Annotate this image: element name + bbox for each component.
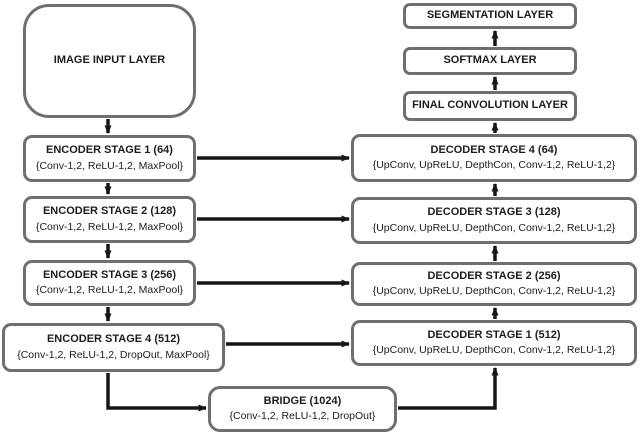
decoder-stage-2-node: DECODER STAGE 2 (256) {UpConv, UpReLU, D… (351, 262, 637, 306)
encoder-stage-1-title: ENCODER STAGE 1 (64) (46, 144, 173, 157)
decoder-stage-3-title: DECODER STAGE 3 (128) (427, 206, 561, 219)
edge-encoder4-bridge (106, 373, 207, 412)
decoder-stage-4-detail: {UpConv, UpReLU, DepthCon, Conv-1,2, ReL… (372, 159, 616, 172)
decoder-stage-1-detail: {UpConv, UpReLU, DepthCon, Conv-1,2, ReL… (372, 344, 616, 357)
bridge-node: BRIDGE (1024) {Conv-1,2, ReLU-1,2, DropO… (208, 386, 397, 432)
bridge-title: BRIDGE (1024) (263, 394, 342, 407)
encoder-stage-2-title: ENCODER STAGE 2 (128) (42, 205, 177, 218)
segmentation-layer-label: SEGMENTATION LAYER (426, 9, 554, 22)
decoder-stage-4-node: DECODER STAGE 4 (64) {UpConv, UpReLU, De… (351, 134, 637, 182)
segmentation-layer-node: SEGMENTATION LAYER (403, 3, 577, 29)
encoder-stage-1-node: ENCODER STAGE 1 (64) {Conv-1,2, ReLU-1,2… (23, 135, 196, 182)
bridge-detail: {Conv-1,2, ReLU-1,2, DropOut} (229, 410, 376, 423)
encoder-stage-3-node: ENCODER STAGE 3 (256) {Conv-1,2, ReLU-1,… (23, 260, 196, 306)
decoder-stage-3-node: DECODER STAGE 3 (128) {UpConv, UpReLU, D… (351, 197, 637, 244)
encoder-stage-4-detail: {Conv-1,2, ReLU-1,2, DropOut, MaxPool} (17, 348, 210, 361)
softmax-layer-node: SOFTMAX LAYER (403, 47, 577, 75)
edge-bridge-decoder1 (398, 367, 499, 410)
decoder-stage-1-node: DECODER STAGE 1 (512) {UpConv, UpReLU, D… (351, 320, 637, 366)
final-convolution-layer-node: FINAL CONVOLUTION LAYER (403, 91, 577, 121)
decoder-stage-2-detail: {UpConv, UpReLU, DepthCon, Conv-1,2, ReL… (372, 285, 616, 298)
encoder-stage-1-detail: {Conv-1,2, ReLU-1,2, MaxPool} (35, 159, 184, 172)
image-input-layer-label: IMAGE INPUT LAYER (53, 54, 166, 67)
softmax-layer-label: SOFTMAX LAYER (443, 54, 537, 67)
decoder-stage-4-title: DECODER STAGE 4 (64) (430, 143, 558, 156)
encoder-stage-2-detail: {Conv-1,2, ReLU-1,2, MaxPool} (35, 220, 184, 233)
decoder-stage-1-title: DECODER STAGE 1 (512) (427, 328, 561, 341)
encoder-stage-2-node: ENCODER STAGE 2 (128) {Conv-1,2, ReLU-1,… (23, 196, 196, 243)
encoder-stage-4-title: ENCODER STAGE 4 (512) (46, 333, 181, 346)
encoder-stage-3-detail: {Conv-1,2, ReLU-1,2, MaxPool} (35, 284, 184, 297)
image-input-layer-node: IMAGE INPUT LAYER (23, 4, 196, 118)
decoder-stage-3-detail: {UpConv, UpReLU, DepthCon, Conv-1,2, ReL… (372, 221, 616, 234)
encoder-stage-4-node: ENCODER STAGE 4 (512) {Conv-1,2, ReLU-1,… (2, 323, 225, 372)
decoder-stage-2-title: DECODER STAGE 2 (256) (427, 269, 561, 282)
encoder-stage-3-title: ENCODER STAGE 3 (256) (42, 268, 177, 281)
final-convolution-layer-label: FINAL CONVOLUTION LAYER (412, 99, 568, 112)
